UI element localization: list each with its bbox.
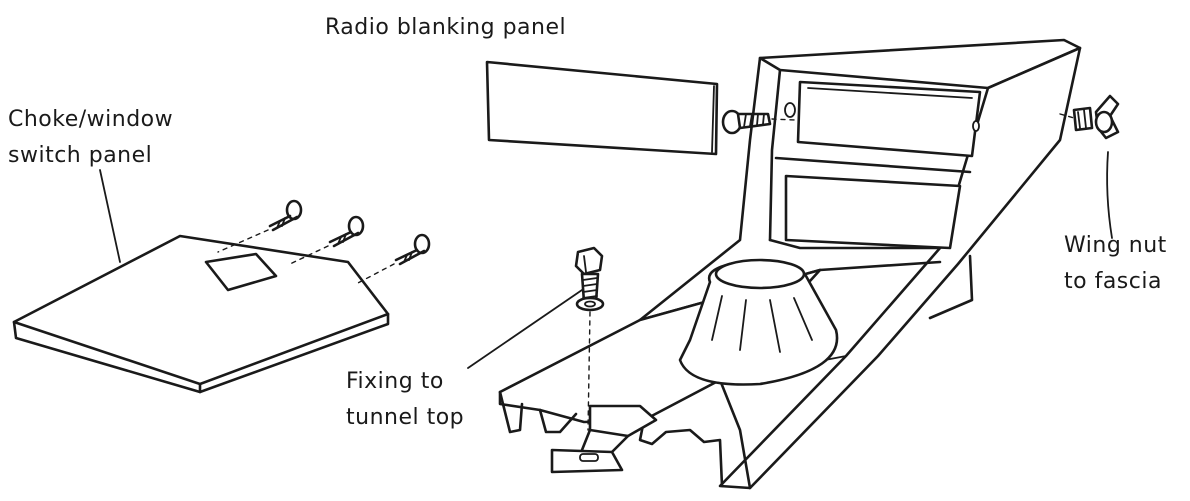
tunnel-bracket [550,404,658,474]
label-radio-blanking-panel: Radio blanking panel [325,15,566,40]
wing-nut [1059,94,1120,140]
panel-screw-2 [289,215,365,265]
panel-screw-3 [355,233,431,285]
leader-lines [99,151,1113,369]
label-wing-nut-line2: to fascia [1064,269,1162,294]
panel-screw-1 [217,199,303,253]
leader-wing-nut [1106,151,1113,239]
choke-window-switch-panel [12,234,390,394]
leader-choke-panel [99,169,121,263]
leader-fixing [467,289,583,369]
label-choke-panel-line2: switch panel [8,143,152,168]
radio-blanking-panel [485,60,719,156]
label-fixing-line1: Fixing to [346,369,444,394]
label-choke-panel-line1: Choke/window [8,107,173,132]
centre-console [498,38,1082,490]
gear-gaiter [678,258,839,386]
label-wing-nut-line1: Wing nut [1064,233,1167,258]
switch-panel-screws [217,199,431,285]
label-fixing-line2: tunnel top [346,405,464,430]
fixing-bolt [574,246,605,431]
